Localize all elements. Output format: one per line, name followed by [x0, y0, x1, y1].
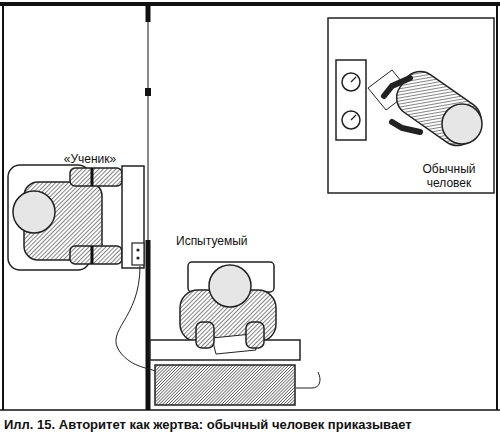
subject-arm: [246, 322, 264, 348]
strapped-arm: [70, 246, 122, 264]
figure-label: Испытуемый: [176, 234, 256, 248]
switch: [136, 248, 139, 251]
dial-needle: [351, 77, 356, 82]
subject-head: [209, 265, 251, 307]
left-wall: [2, 4, 4, 410]
learner-area: [8, 165, 144, 270]
experimenter-head: [442, 104, 482, 144]
response-panel: [122, 166, 144, 268]
figure-label: «Ученик»: [50, 152, 130, 166]
dial: [342, 73, 360, 91]
figure-label: Обычный человек: [414, 162, 484, 190]
subject-arm: [196, 322, 214, 348]
partition-mark: [145, 88, 151, 96]
strapped-arm: [70, 168, 122, 186]
divider-wall: [146, 4, 151, 22]
shock-generator: [155, 365, 295, 405]
dial: [342, 111, 360, 129]
experimenter-area: [328, 18, 494, 193]
platform: [328, 18, 494, 193]
experimenter-arm: [384, 78, 410, 96]
strap: [91, 168, 94, 186]
strap: [91, 246, 94, 264]
dial-needle: [351, 115, 356, 120]
wire: [296, 372, 320, 388]
response-box: [132, 243, 144, 265]
subject-area: [150, 262, 300, 405]
switch: [136, 256, 139, 259]
divider-wall: [146, 240, 151, 410]
learner-head: [13, 191, 55, 233]
bottom-wall: [0, 409, 500, 411]
control-panel: [336, 60, 366, 140]
walls: [0, 4, 500, 410]
right-wall: [496, 4, 498, 410]
figure-caption: Илл. 15. Авторитет как жертва: обычный ч…: [4, 417, 412, 433]
divider-partition: [148, 22, 149, 240]
experimenter-arm: [392, 122, 420, 132]
top-wall: [0, 2, 500, 6]
